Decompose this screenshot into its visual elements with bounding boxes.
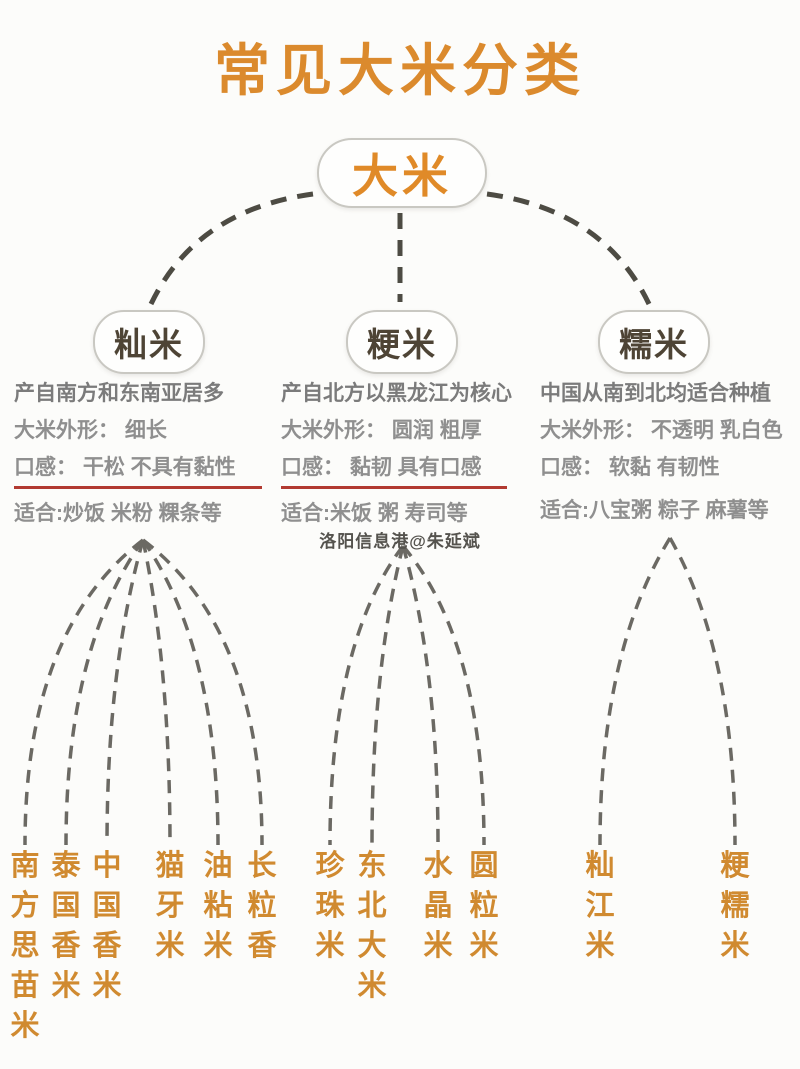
category-label-jingmi: 粳米	[367, 326, 437, 363]
suitable-text: 适合:米饭 粥 寿司等	[281, 502, 468, 525]
leaf-line-jingnuomi	[668, 537, 737, 846]
variety-dongbeidami: 东北大米	[357, 850, 387, 1002]
taste-text-underlined: 口感： 干松 不具有黏性	[14, 456, 262, 489]
variety-yuanlimi: 圆粒米	[469, 850, 499, 962]
taste-text-underlined: 口感： 黏韧 具有口感	[281, 456, 507, 489]
origin-text: 产自北方以黑龙江为核心	[281, 382, 512, 405]
category-node-nuomi: 糯米	[598, 310, 710, 374]
leaf-line-yuanlimi	[401, 544, 486, 846]
variety-shuijingmi: 水晶米	[423, 850, 453, 962]
shape-text: 大米外形： 不透明 乳白色	[540, 419, 783, 442]
variety-taiguoxiangmi: 泰国香米	[51, 850, 81, 1002]
category-label-nuomi: 糯米	[619, 326, 689, 363]
leaf-line-dongbeidami	[370, 545, 405, 846]
description-column-xianmi: 产自南方和东南亚居多 大米外形： 细长 口感： 干松 不具有黏性 适合:炒饭 米…	[14, 382, 262, 539]
origin-text: 产自南方和东南亚居多	[14, 382, 224, 405]
variety-nanfangsimiaomi: 南方思苗米	[10, 850, 40, 1042]
variety-xianjiangmi: 籼江米	[585, 850, 615, 962]
variety-maoyami: 猫牙米	[155, 850, 185, 962]
root-node: 大米	[317, 138, 487, 208]
shape-text: 大米外形： 细长	[14, 419, 167, 442]
leaf-line-nanfangsimiaomi	[23, 538, 145, 846]
leaf-line-shuijingmi	[401, 545, 440, 846]
category-node-xianmi: 籼米	[93, 310, 205, 374]
suitable-text: 适合:八宝粥 粽子 麻薯等	[540, 499, 769, 522]
variety-youzhanmi: 油粘米	[203, 850, 233, 962]
taste-text: 口感： 软黏 有韧性	[540, 456, 720, 479]
branch-line-xianmi	[148, 191, 314, 306]
leaf-line-taiguoxiangmi	[64, 538, 145, 846]
variety-jingnuomi: 粳糯米	[720, 850, 750, 962]
leaf-line-xianjiangmi	[598, 537, 672, 846]
shape-text: 大米外形： 圆润 粗厚	[281, 419, 482, 442]
watermark: 洛阳信息港@朱延斌	[319, 532, 481, 551]
root-node-label: 大米	[352, 150, 452, 202]
leaf-line-youzhanmi	[141, 539, 220, 846]
page-title: 常见大米分类	[214, 39, 586, 102]
branch-line-nuomi	[486, 191, 652, 306]
category-node-jingmi: 粳米	[346, 310, 458, 374]
origin-text: 中国从南到北均适合种植	[540, 382, 771, 405]
variety-zhongguoxiangmi: 中国香米	[92, 850, 122, 1002]
variety-zhenzhumi: 珍珠米	[315, 850, 345, 962]
leaf-line-zhenzhumi	[328, 544, 405, 846]
leaf-line-zhongguoxiangmi	[105, 539, 145, 846]
description-column-nuomi: 中国从南到北均适合种植 大米外形： 不透明 乳白色 口感： 软黏 有韧性 适合:…	[540, 382, 796, 536]
category-label-xianmi: 籼米	[114, 326, 184, 363]
suitable-text: 适合:炒饭 米粉 粿条等	[14, 502, 222, 525]
variety-changlixiang: 长粒香	[247, 850, 277, 962]
leaf-line-maoyami	[141, 539, 172, 846]
description-column-jingmi: 产自北方以黑龙江为核心 大米外形： 圆润 粗厚 口感： 黏韧 具有口感 适合:米…	[281, 382, 512, 539]
